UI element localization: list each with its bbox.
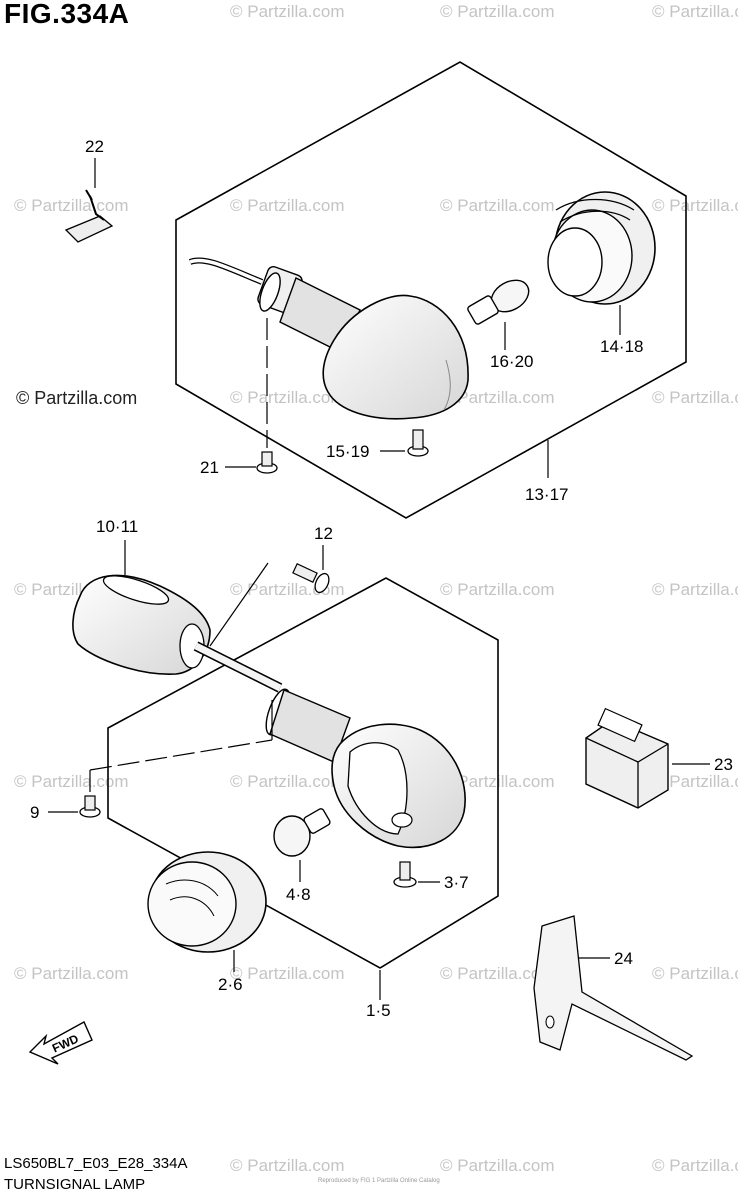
- watermark: © Partzilla.com: [652, 196, 738, 215]
- footer-note: Reproduced by FIG 1 Partzilla Online Cat…: [318, 1178, 440, 1184]
- screw-9: [79, 795, 101, 818]
- screw-21: [256, 451, 278, 474]
- watermark: © Partzilla.com: [14, 964, 129, 983]
- lower-lens: [147, 851, 267, 953]
- callout-23: 23: [714, 755, 733, 774]
- watermark: © Partzilla.com: [230, 772, 345, 791]
- watermark: © Partzilla.com: [230, 388, 345, 407]
- watermark: © Partzilla.com: [14, 772, 129, 791]
- callout-9: 9: [30, 803, 39, 822]
- screw-12: [292, 563, 330, 594]
- watermark: © Partzilla.com: [440, 964, 555, 983]
- figure-code: LS650BL7_E03_E28_334A: [4, 1155, 188, 1172]
- relay-23: [585, 707, 669, 809]
- watermark: © Partzilla.com: [440, 580, 555, 599]
- watermark: © Partzilla.com: [14, 196, 129, 215]
- upper-lamp-housing: [322, 294, 469, 420]
- watermark: © Partzilla.com: [652, 772, 738, 791]
- callout-21: 21: [200, 458, 219, 477]
- screw-15-19: [407, 429, 429, 457]
- watermark: © Partzilla.com: [230, 964, 345, 983]
- figure-title: FIG.334A: [4, 0, 130, 29]
- watermark: © Partzilla.com: [652, 964, 738, 983]
- callout-14-18: 14·18: [600, 337, 643, 356]
- watermark-strong: © Partzilla.com: [16, 388, 138, 408]
- watermark: © Partzilla.com: [652, 2, 738, 21]
- callout-10-11: 10·11: [96, 517, 138, 536]
- upper-bulb: [467, 279, 530, 325]
- bracket-22: [64, 189, 114, 243]
- watermark: © Partzilla.com: [652, 1156, 738, 1175]
- callout-1-5: 1·5: [366, 1001, 391, 1020]
- callout-12: 12: [314, 524, 333, 543]
- upper-assembly-box: [175, 61, 687, 519]
- callout-22: 22: [85, 137, 104, 156]
- watermark: © Partzilla.com: [230, 2, 345, 21]
- callout-13-17: 13·17: [525, 485, 568, 504]
- watermark: © Partzilla.com: [440, 388, 555, 407]
- lower-assembly-box: [107, 577, 499, 969]
- watermark: © Partzilla.com: [440, 196, 555, 215]
- watermark: © Partzilla.com: [652, 580, 738, 599]
- bracket-24: [533, 915, 694, 1061]
- watermark: © Partzilla.com: [652, 388, 738, 407]
- cover-10-11: [72, 574, 211, 675]
- watermark: © Partzilla.com: [230, 1156, 345, 1175]
- upper-lens: [547, 191, 656, 305]
- callout-3-7: 3·7: [444, 873, 469, 892]
- figure-name: TURNSIGNAL LAMP: [4, 1176, 146, 1193]
- callout-16-20: 16·20: [490, 352, 533, 371]
- callout-24: 24: [614, 949, 633, 968]
- watermark: © Partzilla.com: [230, 196, 345, 215]
- callout-4-8: 4·8: [286, 885, 311, 904]
- fwd-arrow-icon: [28, 1021, 93, 1065]
- lower-bulb: [273, 808, 331, 857]
- watermark: © Partzilla.com: [440, 1156, 555, 1175]
- callout-15-19: 15·19: [326, 442, 369, 461]
- watermark: © Partzilla.com: [440, 2, 555, 21]
- callout-2-6: 2·6: [218, 975, 243, 994]
- screw-3-7: [393, 861, 417, 888]
